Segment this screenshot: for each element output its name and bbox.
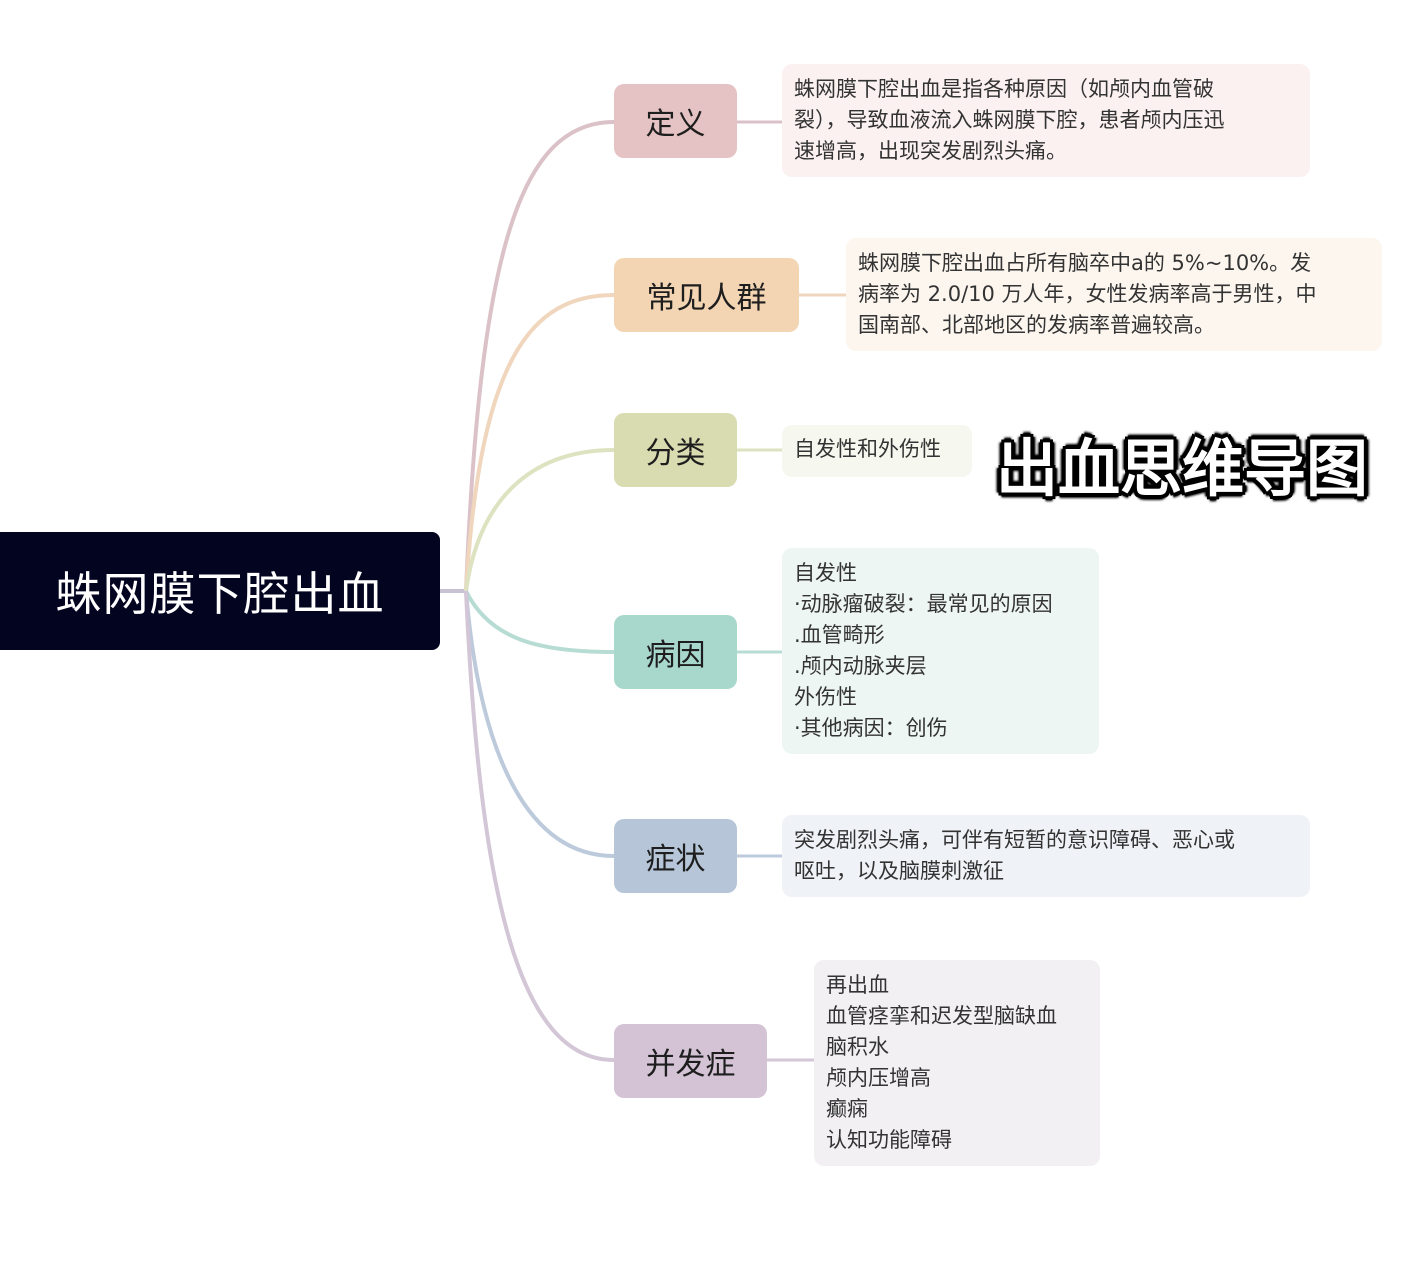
subtopic-definition[interactable]: 蛛网膜下腔出血是指各种原因（如颅内血管破 裂），导致血液流入蛛网膜下腔，患者颅内… (782, 64, 1310, 177)
subtopic-line: 蛛网膜下腔出血是指各种原因（如颅内血管破 (794, 77, 1214, 101)
subtopic-line: 自发性和外伤性 (794, 437, 941, 461)
subtopic-line: 裂），导致血液流入蛛网膜下腔，患者颅内压迅 (794, 108, 1225, 132)
topic-label: 病因 (645, 638, 706, 673)
subtopic-etiology[interactable]: 自发性 ·动脉瘤破裂：最常见的原因 .血管畸形 .颅内动脉夹层 外伤性 ·其他病… (782, 548, 1099, 754)
subtopic-line: 自发性 (794, 561, 857, 585)
root-topic-label: 蛛网膜下腔出血 (55, 567, 385, 621)
subtopic-line: 癫痫 (826, 1097, 868, 1121)
topic-definition[interactable]: 定义 (614, 84, 737, 158)
subtopic-line: 血管痉挛和迟发型脑缺血 (826, 1004, 1057, 1028)
subtopic-line: 脑积水 (826, 1035, 889, 1059)
topic-symptoms[interactable]: 症状 (614, 819, 737, 893)
topic-common-population[interactable]: 常见人群 (614, 258, 799, 332)
topic-label: 分类 (645, 436, 706, 471)
subtopic-symptoms[interactable]: 突发剧烈头痛，可伴有短暂的意识障碍、恶心或 呕吐，以及脑膜刺激征 (782, 815, 1310, 897)
subtopic-line: 再出血 (826, 973, 889, 997)
subtopic-line: 颅内压增高 (826, 1066, 931, 1090)
subtopic-line: 突发剧烈头痛，可伴有短暂的意识障碍、恶心或 (794, 828, 1235, 852)
topic-label: 并发症 (645, 1047, 736, 1082)
topic-label: 常见人群 (646, 281, 767, 316)
topic-label: 定义 (645, 107, 706, 142)
topic-complications[interactable]: 并发症 (614, 1024, 767, 1098)
topic-classification[interactable]: 分类 (614, 413, 737, 487)
subtopic-line: 速增高，出现突发剧烈头痛。 (794, 139, 1067, 163)
subtopic-line: .颅内动脉夹层 (794, 654, 927, 678)
subtopic-line: ·动脉瘤破裂：最常见的原因 (794, 592, 1053, 616)
title-badge: 出血思维导图 (996, 432, 1369, 505)
subtopic-line: .血管畸形 (794, 623, 885, 647)
subtopic-line: 呕吐，以及脑膜刺激征 (794, 859, 1004, 883)
subtopic-line: 病率为 2.0/10 万人年，女性发病率高于男性，中 (858, 282, 1317, 306)
topic-etiology[interactable]: 病因 (614, 615, 737, 689)
subtopic-line: 外伤性 (794, 685, 857, 709)
subtopic-common-population[interactable]: 蛛网膜下腔出血占所有脑卒中a的 5%~10%。发 病率为 2.0/10 万人年，… (846, 238, 1382, 351)
subtopic-line: 国南部、北部地区的发病率普遍较高。 (858, 313, 1215, 337)
subtopic-classification[interactable]: 自发性和外伤性 (782, 425, 972, 477)
root-topic[interactable]: 蛛网膜下腔出血 (0, 532, 440, 650)
subtopic-line: 蛛网膜下腔出血占所有脑卒中a的 5%~10%。发 (858, 251, 1312, 275)
subtopic-line: 认知功能障碍 (826, 1128, 952, 1152)
subtopic-complications[interactable]: 再出血 血管痉挛和迟发型脑缺血 脑积水 颅内压增高 癫痫 认知功能障碍 (814, 960, 1100, 1166)
topic-label: 症状 (645, 842, 706, 877)
subtopic-line: ·其他病因：创伤 (794, 716, 948, 740)
